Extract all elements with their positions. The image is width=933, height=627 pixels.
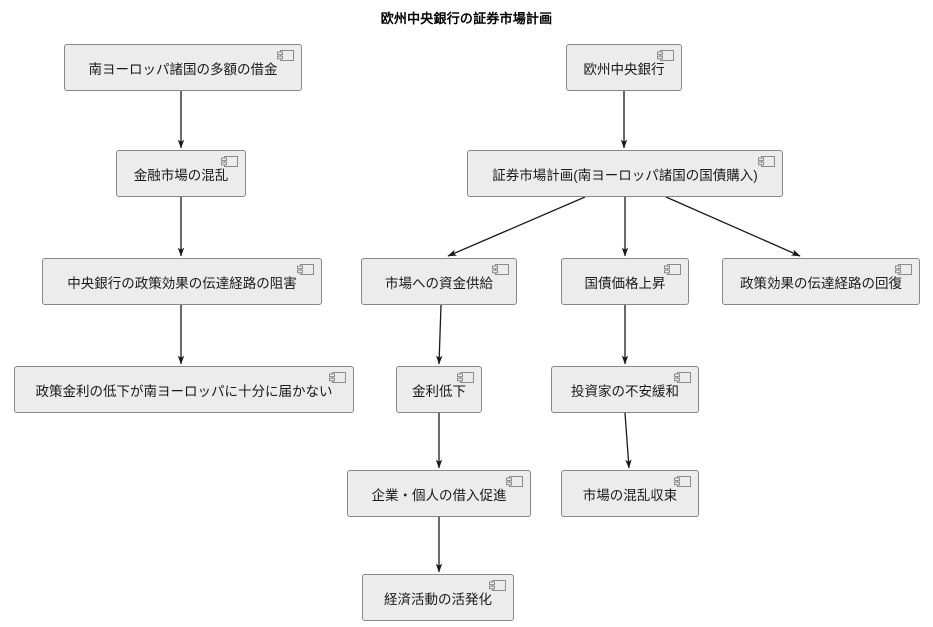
component-icon [758, 156, 775, 167]
node-n11[interactable]: 投資家の不安緩和 [551, 366, 699, 413]
component-icon [674, 476, 691, 487]
node-label: 経済活動の活発化 [384, 592, 492, 608]
node-label: 企業・個人の借入促進 [371, 488, 507, 504]
component-icon [457, 372, 474, 383]
edges [177, 91, 801, 573]
edge-n4-to-n6 [447, 196, 586, 257]
component-icon [329, 372, 346, 383]
node-label: 金融市場の混乱 [133, 168, 229, 184]
node-n9[interactable]: 政策金利の低下が南ヨーロッパに十分に届かない [14, 366, 354, 413]
node-label: 中央銀行の政策効果の伝達経路の阻害 [67, 276, 297, 292]
node-n5[interactable]: 中央銀行の政策効果の伝達経路の阻害 [42, 258, 322, 305]
node-n2[interactable]: 欧州中央銀行 [566, 44, 682, 91]
node-label: 国債価格上昇 [584, 276, 666, 292]
node-label: 政策金利の低下が南ヨーロッパに十分に届かない [35, 384, 333, 400]
node-n6[interactable]: 市場への資金供給 [361, 258, 517, 305]
node-n8[interactable]: 政策効果の伝達経路の回復 [722, 258, 920, 305]
node-n7[interactable]: 国債価格上昇 [561, 258, 689, 305]
edge-n6-to-n10 [436, 304, 443, 365]
component-icon [657, 50, 674, 61]
node-label: 南ヨーロッパ諸国の多額の借金 [88, 62, 278, 78]
component-icon [674, 372, 691, 383]
node-label: 投資家の不安緩和 [571, 384, 679, 400]
component-icon [895, 264, 912, 275]
node-label: 市場への資金供給 [385, 276, 493, 292]
node-n4[interactable]: 証券市場計画(南ヨーロッパ諸国の国債購入) [467, 150, 783, 197]
component-icon [489, 580, 506, 591]
component-icon [221, 156, 238, 167]
edge-n4-to-n8 [665, 196, 801, 257]
node-label: 市場の混乱収束 [582, 488, 678, 504]
node-label: 欧州中央銀行 [583, 62, 665, 78]
node-label: 証券市場計画(南ヨーロッパ諸国の国債購入) [492, 168, 758, 184]
node-n10[interactable]: 金利低下 [396, 366, 482, 413]
edge-n11-to-n13 [624, 412, 632, 469]
diagram-title: 欧州中央銀行の証券市場計画 [380, 11, 553, 26]
component-icon [492, 264, 509, 275]
node-n14[interactable]: 経済活動の活発化 [362, 574, 514, 621]
node-label: 政策効果の伝達経路の回復 [740, 276, 902, 292]
component-icon [297, 264, 314, 275]
component-icon [277, 50, 294, 61]
component-icon [506, 476, 523, 487]
node-n1[interactable]: 南ヨーロッパ諸国の多額の借金 [64, 44, 302, 91]
node-n12[interactable]: 企業・個人の借入促進 [347, 470, 531, 517]
node-n3[interactable]: 金融市場の混乱 [116, 150, 246, 197]
component-icon [664, 264, 681, 275]
node-n13[interactable]: 市場の混乱収束 [561, 470, 699, 517]
